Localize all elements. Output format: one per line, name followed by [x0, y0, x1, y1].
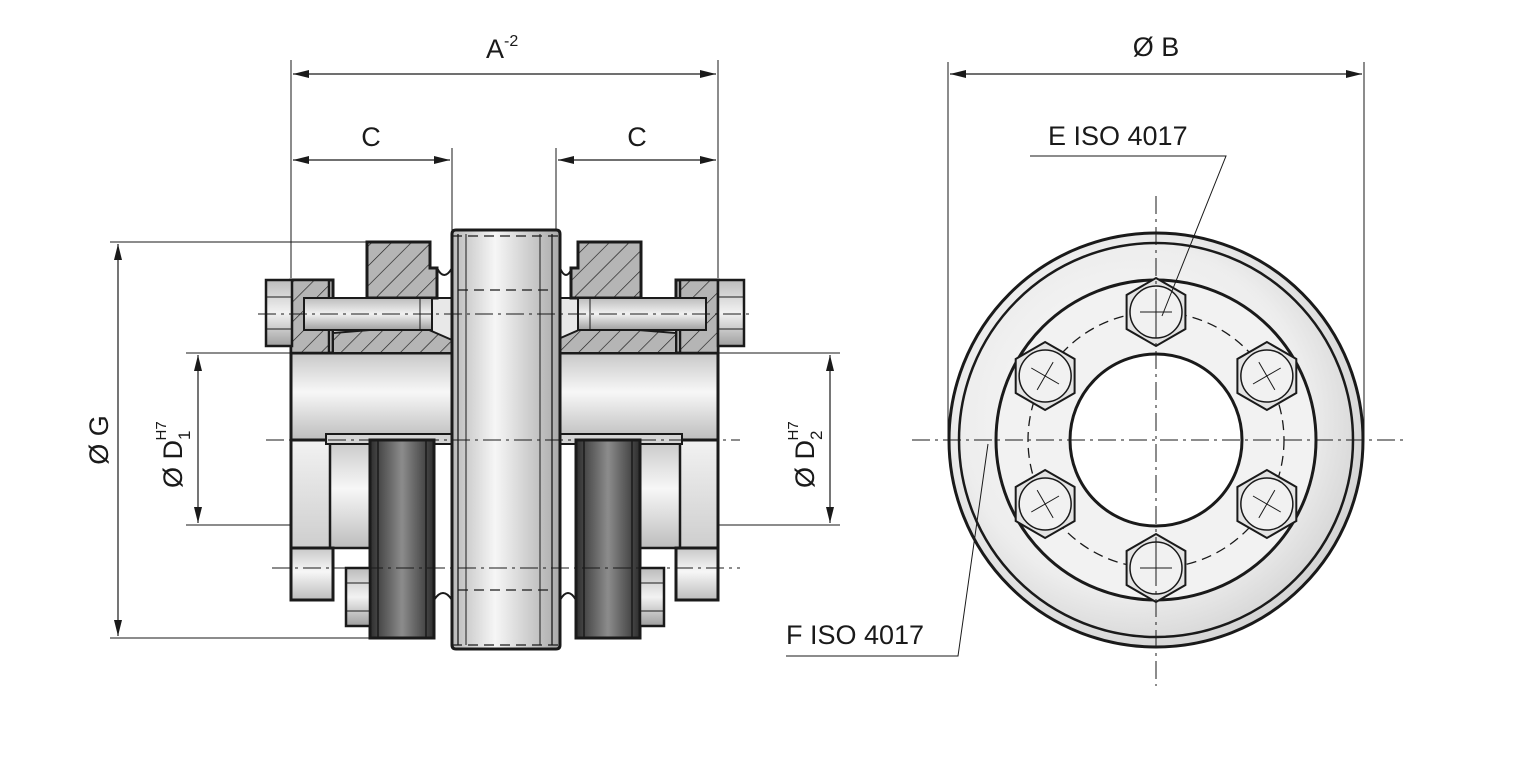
callout-e-label: E ISO 4017	[1048, 121, 1188, 151]
side-section-view: A-2 C C Ø G Ø D1H7 Ø D2H7	[84, 33, 840, 651]
bolt-head	[1014, 468, 1076, 540]
dim-g-label: Ø G	[84, 415, 114, 465]
left-elastomer	[368, 438, 436, 640]
callout-e-leader	[1030, 155, 1227, 317]
right-bottom-bolt	[638, 566, 666, 628]
dim-c-right-label: C	[627, 122, 647, 152]
right-elastomer	[574, 438, 642, 640]
bolt-head	[1014, 340, 1076, 412]
callout-f-label: F ISO 4017	[786, 620, 924, 650]
dim-d1-label: Ø D1H7	[153, 421, 194, 488]
bolt-heads	[1014, 276, 1298, 604]
dim-d2-label: Ø D2H7	[785, 421, 826, 488]
dim-a-label: A-2	[486, 33, 518, 64]
callout-f-leader	[786, 443, 989, 657]
bolt-head	[1236, 468, 1298, 540]
front-view: Ø B E ISO 4017 F ISO 4017	[786, 32, 1404, 686]
dim-c-left-label: C	[361, 122, 381, 152]
left-bottom-bolt	[344, 566, 372, 628]
bolt-head	[1236, 340, 1298, 412]
dim-b-label: Ø B	[1133, 32, 1180, 62]
